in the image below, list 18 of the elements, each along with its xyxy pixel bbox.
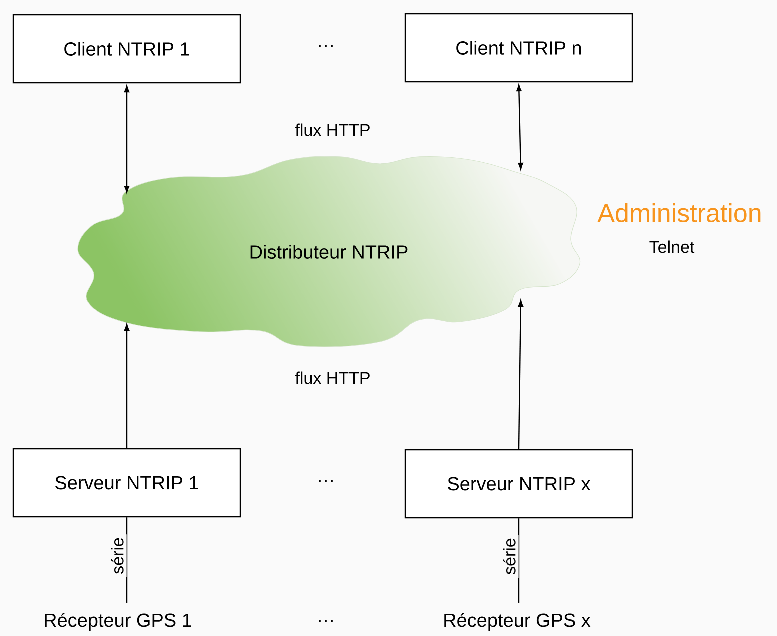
protocol-label: Telnet [650,240,695,254]
edge-label: série [108,534,127,578]
ellipsis: … [319,620,333,622]
process-box: Serveur NTRIP x [404,449,634,519]
process-box: Serveur NTRIP 1 [12,448,242,518]
process-box: Client NTRIP n [404,13,634,83]
arrow [124,324,130,448]
receiver-label: Récepteur GPS x [444,613,591,631]
arrow [518,300,524,450]
receiver-label: Récepteur GPS 1 [45,613,192,631]
process-box: Client NTRIP 1 [12,14,242,84]
arrow [516,84,524,170]
edge-label: série [500,535,519,578]
flow-label: flux HTTP [295,124,370,136]
flow-label: flux HTTP [295,372,370,384]
ellipsis: … [319,480,333,482]
arrow [124,86,130,193]
ellipsis: … [319,44,333,47]
